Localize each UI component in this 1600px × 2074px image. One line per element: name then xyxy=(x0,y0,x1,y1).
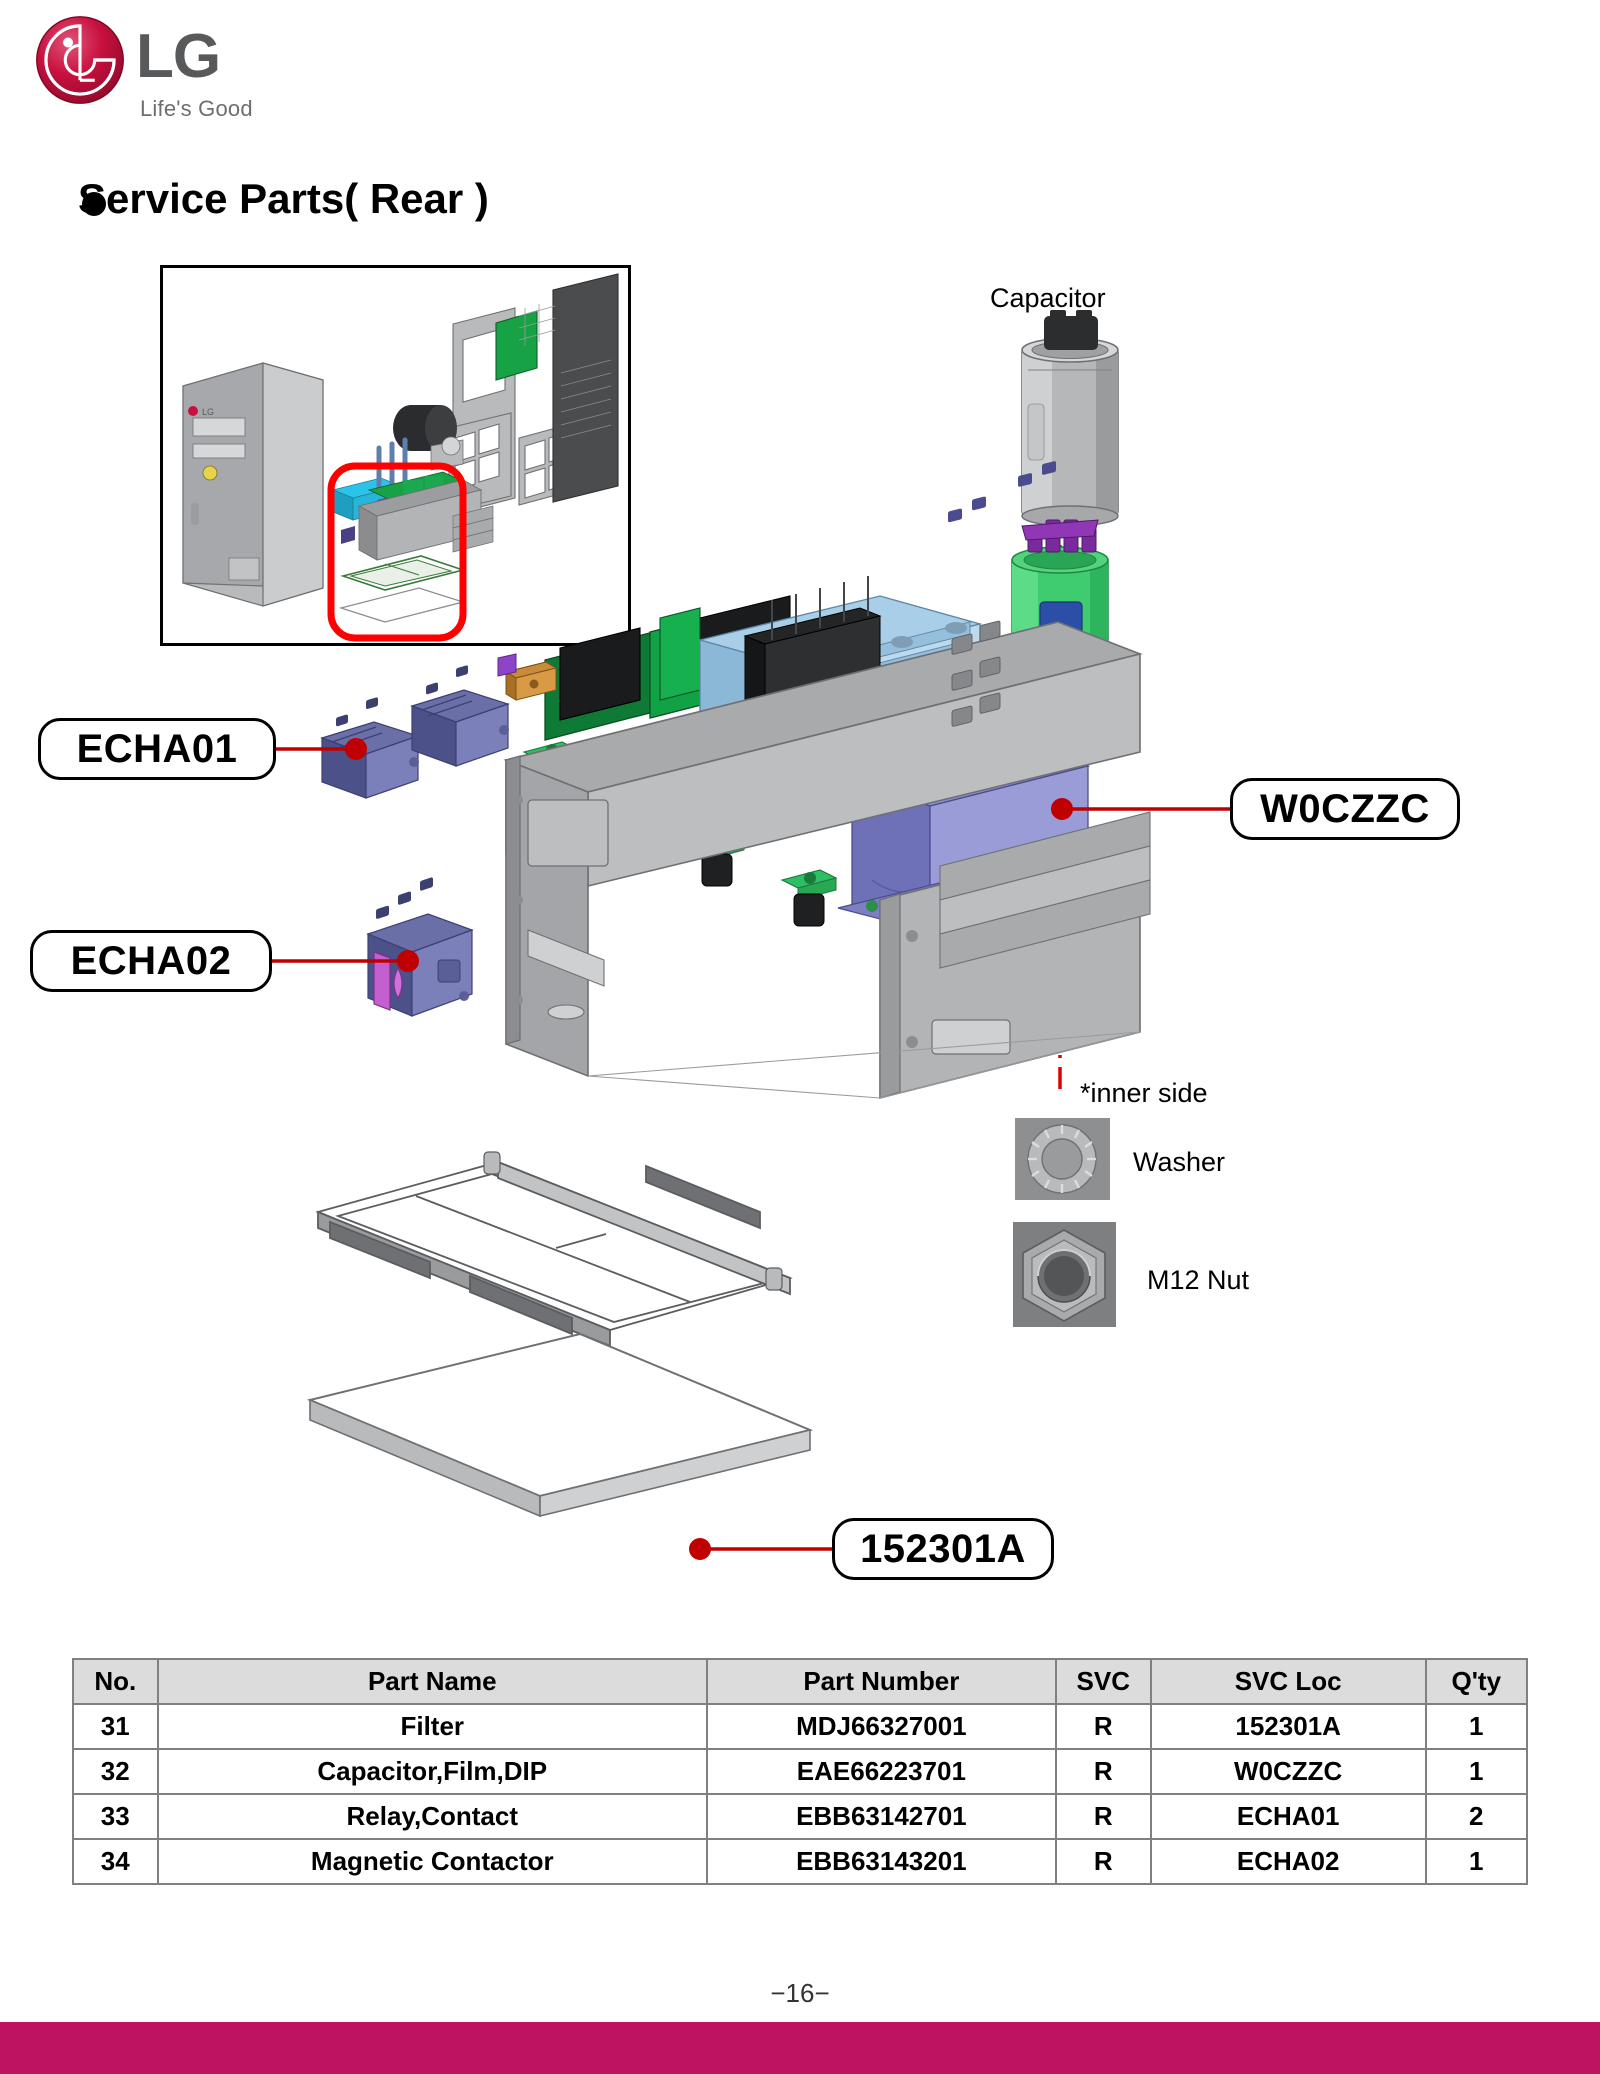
callout-152301a[interactable]: 152301A xyxy=(832,1518,1054,1580)
leader-dot-152301a xyxy=(689,1538,711,1560)
footer-bar xyxy=(0,2022,1600,2074)
leader-dot-echa01 xyxy=(345,738,367,760)
service-parts-table: No. Part Name Part Number SVC SVC Loc Q'… xyxy=(72,1658,1529,1885)
terminal-rails xyxy=(939,620,1151,969)
bullet-icon xyxy=(82,192,106,216)
filter-frame-part xyxy=(315,1151,793,1348)
table-header-row: No. Part Name Part Number SVC SVC Loc Q'… xyxy=(72,1658,1529,1705)
lg-logo-icon xyxy=(36,16,124,104)
cell-qty: 1 xyxy=(1424,1703,1529,1750)
label-washer: Washer xyxy=(1133,1147,1226,1177)
cell-part-number: EBB63142701 xyxy=(706,1793,1057,1840)
filter-panel-part xyxy=(306,1332,814,1518)
highlight-region-box xyxy=(327,462,467,642)
leader-lines xyxy=(272,747,1230,1551)
cell-svc-loc: W0CZZC xyxy=(1149,1748,1427,1795)
cell-svc-loc: ECHA01 xyxy=(1149,1793,1427,1840)
insulator-posts xyxy=(522,741,838,927)
chassis-bracket xyxy=(503,620,1151,1100)
label-capacitor: Capacitor xyxy=(990,283,1106,313)
cell-svc-loc: 152301A xyxy=(1149,1703,1427,1750)
axis-arrow-up xyxy=(1048,900,1072,928)
cell-part-name: Magnetic Contactor xyxy=(156,1838,709,1885)
page-title: Service Parts( Rear ) xyxy=(78,175,489,222)
callout-echa01[interactable]: ECHA01 xyxy=(38,718,276,780)
cell-part-number: EAE66223701 xyxy=(706,1748,1057,1795)
lg-wordmark: LG xyxy=(136,22,221,91)
cell-qty: 1 xyxy=(1424,1748,1529,1795)
cell-part-name: Capacitor,Film,DIP xyxy=(156,1748,709,1795)
film-capacitor-part xyxy=(1011,519,1109,702)
col-header-no: No. xyxy=(72,1658,159,1705)
cell-svc-loc: ECHA02 xyxy=(1149,1838,1427,1885)
table-row: 31 Filter MDJ66327001 R 152301A 1 xyxy=(72,1703,1529,1750)
cell-part-name: Filter xyxy=(156,1703,709,1750)
cell-part-number: EBB63143201 xyxy=(706,1838,1057,1885)
table-row: 34 Magnetic Contactor EBB63143201 R ECHA… xyxy=(72,1838,1529,1885)
table-row: 32 Capacitor,Film,DIP EAE66223701 R W0CZ… xyxy=(72,1748,1529,1795)
cell-part-number: MDJ66327001 xyxy=(706,1703,1057,1750)
col-header-part-number: Part Number xyxy=(706,1658,1057,1705)
relay-contact-parts xyxy=(320,665,510,799)
cabinet-body: LG xyxy=(182,362,324,607)
cell-no: 33 xyxy=(72,1793,159,1840)
cell-svc: R xyxy=(1054,1703,1152,1750)
cell-svc: R xyxy=(1054,1793,1152,1840)
cell-qty: 2 xyxy=(1424,1793,1529,1840)
col-header-qty: Q'ty xyxy=(1424,1658,1529,1705)
cell-svc: R xyxy=(1054,1838,1152,1885)
page-number: −16− xyxy=(770,1978,830,2008)
axis-arrow-down xyxy=(1048,848,1072,876)
cell-part-name: Relay,Contact xyxy=(156,1793,709,1840)
cell-svc: R xyxy=(1054,1748,1152,1795)
cell-no: 34 xyxy=(72,1838,159,1885)
transformer-part xyxy=(837,461,1095,933)
cell-no: 32 xyxy=(72,1748,159,1795)
table-row: 33 Relay,Contact EBB63142701 R ECHA01 2 xyxy=(72,1793,1529,1840)
assembly-overview-thumbnail: LG xyxy=(160,265,631,646)
lg-tagline: Life's Good xyxy=(140,96,253,121)
capacitor-photo xyxy=(996,310,1144,527)
leader-dot-echa02 xyxy=(397,950,419,972)
callout-w0czzc[interactable]: W0CZZC xyxy=(1230,778,1460,840)
col-header-svc: SVC xyxy=(1054,1658,1152,1705)
magnetic-contactor-part xyxy=(366,877,474,1017)
washer-photo xyxy=(1015,1118,1110,1200)
label-m12-nut: M12 Nut xyxy=(1147,1265,1250,1295)
overview-drawing: LG xyxy=(163,268,628,643)
m12-nut-photo xyxy=(1013,1222,1116,1327)
col-header-svc-loc: SVC Loc xyxy=(1149,1658,1427,1705)
col-header-part-name: Part Name xyxy=(156,1658,709,1705)
rear-panels xyxy=(448,273,619,515)
lg-logo: LG Life's Good xyxy=(28,8,308,128)
cell-no: 31 xyxy=(72,1703,159,1750)
callout-echa02[interactable]: ECHA02 xyxy=(30,930,272,992)
svg-text:LG: LG xyxy=(202,407,214,417)
label-inner-side: *inner side xyxy=(1080,1078,1208,1108)
leader-dot-w0czzc xyxy=(1051,798,1073,820)
leader-dots xyxy=(345,738,1073,1560)
fan-motor xyxy=(393,405,464,471)
service-parts-table-wrapper: No. Part Name Part Number SVC SVC Loc Q'… xyxy=(72,1658,1529,1885)
cell-qty: 1 xyxy=(1424,1838,1529,1885)
